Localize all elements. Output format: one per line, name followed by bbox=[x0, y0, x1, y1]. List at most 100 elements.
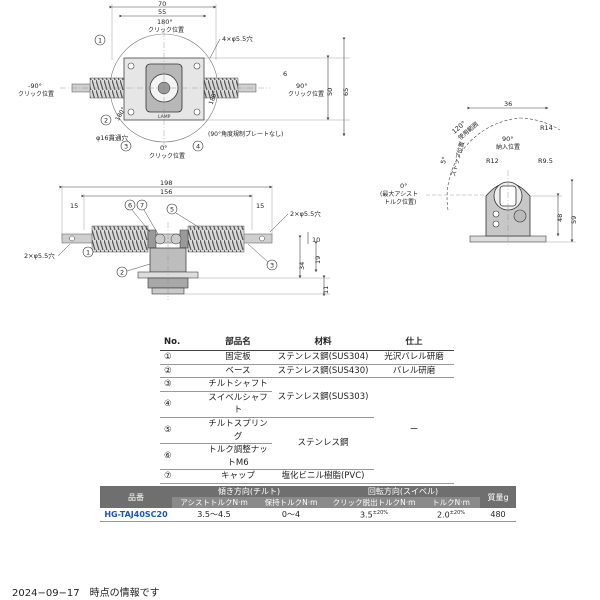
part-no: ② bbox=[160, 364, 204, 379]
part-finish: バレル研磨 bbox=[374, 364, 454, 379]
part-material: ステンレス鋼 bbox=[272, 417, 374, 471]
part-name: トルク調整ナットM6 bbox=[204, 443, 272, 471]
callout-7: 7 bbox=[136, 199, 159, 235]
dim-50: 50 bbox=[326, 88, 334, 96]
dim-36: 36 bbox=[504, 100, 512, 108]
spec-mass: 480 bbox=[480, 508, 516, 522]
spec-header-torque: トルクN·m bbox=[422, 497, 480, 508]
svg-text:2: 2 bbox=[104, 117, 108, 125]
part-no: ④ bbox=[160, 391, 204, 418]
table-row: ⑤ チルトスプリング ステンレス鋼 bbox=[160, 417, 454, 471]
spec-header-swivel: 回転方向(スイベル) bbox=[326, 486, 480, 497]
callout-3: 3 bbox=[120, 140, 132, 152]
spec-torque: 2.0±20% bbox=[422, 508, 480, 522]
holes-right: 2×φ5.5穴 bbox=[290, 209, 321, 218]
footer-date-note: 2024−09−17 時点の情報です bbox=[12, 588, 160, 599]
part-name: チルトスプリング bbox=[204, 417, 272, 445]
dim-48: 48 bbox=[556, 214, 564, 222]
dim-65: 65 bbox=[342, 88, 350, 96]
part-name: スイベルシャフト bbox=[204, 391, 272, 418]
click-90-label: クリック位置 bbox=[288, 90, 324, 98]
svg-text:5: 5 bbox=[170, 206, 174, 214]
technical-drawing: 70 55 180° クリック位置 4×φ5.5穴 LAMP -90° クリック… bbox=[18, 0, 578, 300]
table-row: ③ チルトシャフト ステンレス鋼(SUS303) ー bbox=[160, 377, 454, 484]
parts-header-no: No. bbox=[160, 335, 204, 351]
part-material: ステンレス鋼(SUS304) bbox=[272, 350, 374, 365]
spec-header-tilt: 傾き方向(チルト) bbox=[172, 486, 326, 497]
front-view: 198 156 15 15 2×φ5.5穴 2×φ5.5穴 10 19 bbox=[24, 179, 330, 300]
spec-torque-tol: ±20% bbox=[449, 510, 466, 517]
stop-5: 5° bbox=[439, 156, 449, 165]
part-finish: ー bbox=[374, 377, 454, 484]
parts-header-material: 材料 bbox=[272, 335, 374, 351]
part-finish: 光沢バレル研磨 bbox=[374, 350, 454, 365]
part-no: ⑤ bbox=[160, 417, 204, 445]
parts-header-row: No. 部品名 材料 仕上 bbox=[160, 335, 454, 351]
table-row: ① 固定板 ステンレス鋼(SUS304) 光沢バレル研磨 bbox=[160, 350, 454, 365]
click-m90-label: クリック位置 bbox=[18, 90, 54, 98]
part-material: 塩化ビニル樹脂(PVC) bbox=[272, 469, 374, 484]
side-view: 36 120° 使用範囲 R14 90° 納入位置 R12 R9.5 5° スト… bbox=[380, 100, 578, 246]
dim-19: 19 bbox=[314, 256, 322, 264]
dim-55: 55 bbox=[158, 8, 166, 16]
spec-assist: 3.5〜4.5 bbox=[172, 508, 256, 522]
part-name: チルトシャフト bbox=[204, 377, 272, 392]
assist-label-2: トルク位置) bbox=[384, 198, 416, 206]
holes-4: 4×φ5.5穴 bbox=[222, 34, 253, 43]
callout-2: 2 bbox=[116, 263, 151, 278]
svg-text:7: 7 bbox=[140, 202, 144, 210]
table-row: ⑥ トルク調整ナットM6 bbox=[160, 443, 454, 471]
top-view: 70 55 180° クリック位置 4×φ5.5穴 LAMP -90° クリック… bbox=[18, 0, 350, 160]
svg-text:4: 4 bbox=[196, 143, 200, 151]
table-row: ② ベース ステンレス鋼(SUS430) バレル研磨 bbox=[160, 364, 454, 379]
spec-torque-value: 2.0 bbox=[436, 510, 450, 520]
callout-1: 1 bbox=[82, 246, 94, 258]
plate-note: (90°角度規制プレートなし) bbox=[208, 130, 283, 138]
svg-text:3: 3 bbox=[124, 143, 128, 151]
assist-0: 0° bbox=[400, 182, 407, 190]
parts-table: No. 部品名 材料 仕上 ① 固定板 ステンレス鋼(SUS304) 光沢バレル… bbox=[160, 335, 454, 484]
callout-1: 1 bbox=[94, 34, 106, 46]
parts-header-name: 部品名 bbox=[204, 335, 272, 351]
table-row: HG-TAJ40SC20 3.5〜4.5 0〜4 3.5±20% 2.0±20%… bbox=[100, 508, 516, 522]
dim-15a: 15 bbox=[70, 202, 78, 210]
click-0: 0° bbox=[160, 144, 167, 152]
svg-text:2: 2 bbox=[120, 269, 124, 277]
dim-r95: R9.5 bbox=[538, 157, 553, 165]
assist-label-1: (最大アシスト bbox=[380, 190, 418, 198]
svg-text:3: 3 bbox=[270, 262, 274, 270]
callout-6: 6 bbox=[124, 199, 151, 233]
spec-header-assist: アシストトルクN·m bbox=[172, 497, 256, 508]
spec-table: 品番 傾き方向(チルト) 回転方向(スイベル) 質量g アシストトルクN·m 保… bbox=[100, 486, 516, 522]
click-m90: -90° bbox=[28, 82, 42, 90]
svg-text:6: 6 bbox=[128, 202, 132, 210]
dim-10: 10 bbox=[312, 236, 320, 244]
spec-header-click: クリック脱出トルクN·m bbox=[326, 497, 422, 508]
callout-4: 4 bbox=[192, 140, 204, 152]
spec-model: HG-TAJ40SC20 bbox=[100, 508, 172, 522]
stock-90: 90° bbox=[502, 135, 514, 143]
svg-text:1: 1 bbox=[86, 249, 90, 257]
click-90: 90° bbox=[296, 82, 308, 90]
dim-34: 34 bbox=[298, 262, 306, 270]
click-0-label: クリック位置 bbox=[149, 152, 185, 160]
part-name: キャップ bbox=[204, 469, 272, 484]
svg-text:1: 1 bbox=[98, 37, 102, 45]
click-180: 180° bbox=[157, 18, 173, 26]
dim-156: 156 bbox=[160, 188, 172, 196]
dim-59: 59 bbox=[570, 216, 578, 224]
table-row: ④ スイベルシャフト bbox=[160, 391, 454, 418]
part-no: ⑦ bbox=[160, 469, 204, 484]
spec-click-tol: ±20% bbox=[372, 510, 389, 517]
rot-180b: 180° bbox=[208, 90, 220, 106]
dim-r14: R14 bbox=[540, 124, 553, 132]
part-name: ベース bbox=[204, 364, 272, 379]
part-no: ① bbox=[160, 350, 204, 365]
dim-198: 198 bbox=[160, 179, 172, 187]
holes-left: 2×φ5.5穴 bbox=[24, 251, 55, 260]
spec-click: 3.5±20% bbox=[326, 508, 422, 522]
parts-header-finish: 仕上 bbox=[374, 335, 454, 351]
callout-2: 2 bbox=[100, 114, 112, 126]
dim-11: 11 bbox=[322, 286, 330, 294]
part-material: ステンレス鋼(SUS430) bbox=[272, 364, 374, 379]
